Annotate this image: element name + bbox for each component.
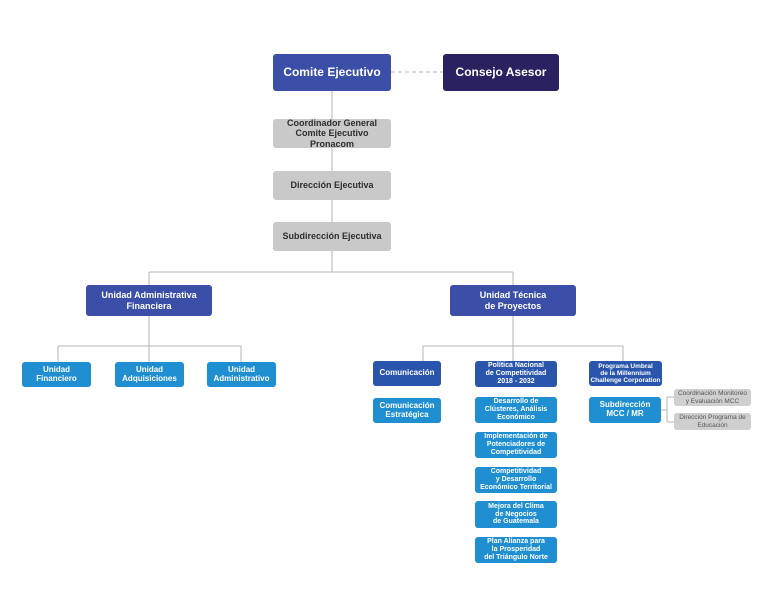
politica-nacional-box: Política Nacional de Competitividad 2018… [475,361,557,387]
programa-umbral-box: Programa Umbral de la Millennium Challen… [589,361,662,386]
unidad-financiero-box: Unidad Financiero [22,362,91,387]
implementacion-potenciadores-box: Implementación de Potenciadores de Compe… [475,432,557,458]
unidad-adquisiciones-box: Unidad Adquisiciones [115,362,184,387]
coordinador-general-box: Coordinador General Comite Ejecutivo Pro… [273,118,391,149]
mejora-clima-negocios-box: Mejora del Clima de Negocios de Guatemal… [475,501,557,528]
plan-alianza-box: Plan Alianza para la Prosperidad del Tri… [475,537,557,563]
subdireccion-ejecutiva-box: Subdirección Ejecutiva [273,222,391,251]
comunicacion-box: Comunicación [373,361,441,386]
coordinacion-monitoreo-box: Coordinación Monitoreo y Evaluación MCC [674,389,751,406]
competitividad-territorial-box: Competitividad y Desarrollo Económico Te… [475,467,557,493]
comite-ejecutivo-box: Comite Ejecutivo [273,54,391,91]
direccion-ejecutiva-box: Dirección Ejecutiva [273,171,391,200]
unidad-administrativa-financiera-box: Unidad Administrativa Financiera [86,285,212,316]
comunicacion-estrategica-box: Comunicación Estratégica [373,398,441,423]
unidad-administrativo-box: Unidad Administrativo [207,362,276,387]
desarrollo-clusteres-box: Desarrollo de Clústeres, Análisis Económ… [475,397,557,423]
direccion-programa-educacion-box: Dirección Programa de Educación [674,413,751,430]
subdireccion-mcc-box: Subdirección MCC / MR [589,397,661,423]
consejo-asesor-box: Consejo Asesor [443,54,559,91]
unidad-tecnica-proyectos-box: Unidad Técnica de Proyectos [450,285,576,316]
